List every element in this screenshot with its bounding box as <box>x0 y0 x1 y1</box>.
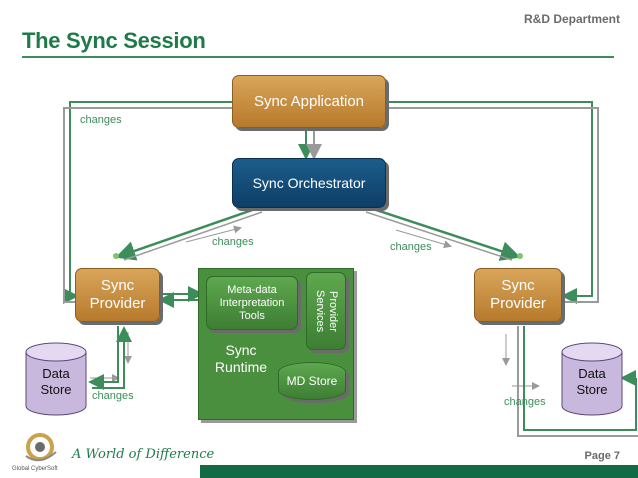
changes-label-mid-left: changes <box>212 236 254 248</box>
company-logo <box>22 432 62 464</box>
sync-runtime-label: Sync Runtime <box>214 342 268 375</box>
metadata-tools-box: Meta-data Interpretation Tools <box>206 276 298 330</box>
changes-label-bottom-right: changes <box>504 396 546 408</box>
title-divider <box>22 56 614 58</box>
md-store-label: MD Store <box>286 374 338 388</box>
right-sync-provider-box: Sync Provider <box>474 268 562 322</box>
left-data-store-label: Data Store <box>40 366 72 397</box>
logo-text: Global CyberSoft <box>12 466 58 472</box>
tagline: A World of Difference <box>72 447 215 462</box>
left-sync-provider-box: Sync Provider <box>75 268 160 322</box>
right-sync-provider-label: Sync Provider <box>490 277 546 312</box>
logo-swirl-icon <box>25 433 57 462</box>
provider-services-box: Provider Services <box>306 272 346 350</box>
page-number: Page 7 <box>584 450 620 462</box>
sync-orchestrator-label: Sync Orchestrator <box>252 175 366 191</box>
changes-label-top-left: changes <box>80 114 122 126</box>
right-data-store: Data Store <box>560 342 624 416</box>
md-store-box: MD Store <box>278 362 346 400</box>
right-data-store-label: Data Store <box>576 366 608 397</box>
provider-runtime-link <box>158 286 204 308</box>
sync-application-label: Sync Application <box>253 93 365 110</box>
right-database-icon <box>561 342 623 416</box>
sync-orchestrator-box: Sync Orchestrator <box>232 158 386 208</box>
left-database-icon <box>25 342 87 416</box>
department-label: R&D Department <box>523 12 620 26</box>
orchestrator-provider-links <box>113 206 523 261</box>
changes-label-bottom-left: changes <box>92 390 134 402</box>
changes-label-mid-right: changes <box>390 241 432 253</box>
page-title: The Sync Session <box>22 28 206 53</box>
app-orchestrator-link <box>298 130 322 160</box>
app-left-loop <box>63 101 232 304</box>
sync-application-box: Sync Application <box>232 75 386 128</box>
left-data-store: Data Store <box>24 342 88 416</box>
left-provider-store-link <box>88 326 132 390</box>
left-sync-provider-label: Sync Provider <box>89 277 146 312</box>
provider-services-label: Provider Services <box>314 289 339 333</box>
footer-bar <box>200 465 638 478</box>
app-right-loop <box>388 101 599 304</box>
right-provider-store-link <box>517 326 638 437</box>
metadata-tools-label: Meta-data Interpretation Tools <box>219 283 285 322</box>
